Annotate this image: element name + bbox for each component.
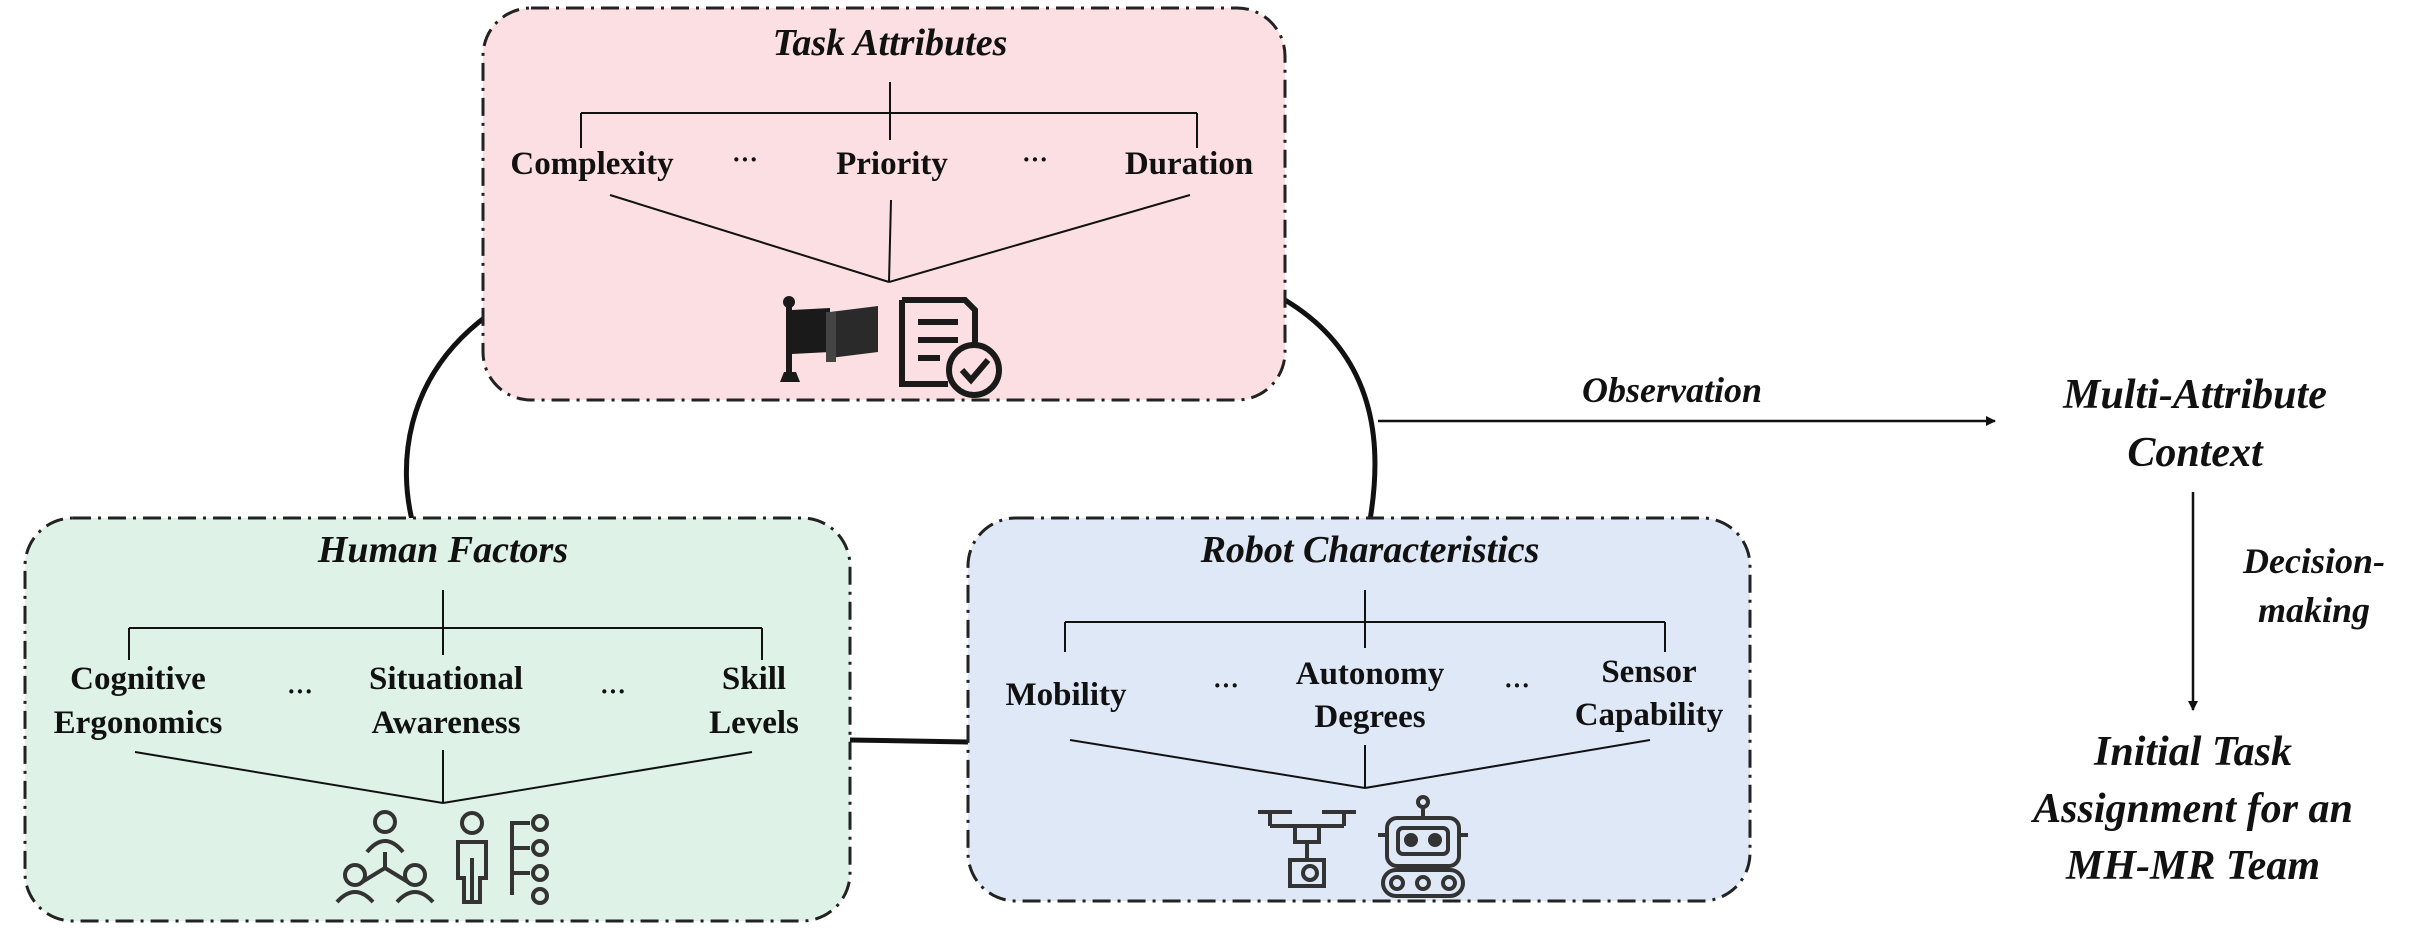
robot-item-sensor-line1: Sensor — [1601, 654, 1696, 690]
task-box-frame — [481, 6, 1287, 402]
human-item-cognitive-line1: Cognitive — [70, 661, 206, 697]
human-item-cognitive-line2: Ergonomics — [54, 705, 223, 741]
task-item-complexity: Complexity — [510, 146, 674, 182]
human-item-skill-line1: Skill — [722, 661, 786, 697]
robot-item-sensor-line2: Capability — [1575, 697, 1724, 733]
robot-item-autonomy-line1: Autonomy — [1296, 656, 1445, 692]
robot-icon — [1378, 795, 1468, 898]
human-item-situational-line1: Situational — [369, 661, 523, 697]
link-task-robot — [1283, 297, 1378, 521]
human-item-situational-line2: Awareness — [371, 705, 520, 741]
task-item-ellipsis-2: ··· — [1022, 145, 1048, 174]
task-item-ellipsis-1: ··· — [732, 145, 758, 174]
multi-attribute-context-node: Multi-Attribute Context — [2062, 372, 2327, 476]
task-item-priority: Priority — [836, 146, 948, 182]
human-item-ellipsis-1: ··· — [287, 677, 313, 706]
decision-label-line1: Decision- — [2242, 541, 2385, 581]
output-line3: MH-MR Team — [2065, 843, 2320, 889]
task-attributes-box: Task Attributes Complexity ··· Priority … — [481, 6, 1287, 402]
output-line2: Assignment for an — [2030, 786, 2353, 832]
robot-bracket — [1064, 590, 1666, 652]
robot-characteristics-box: Robot Characteristics Mobility ··· Auton… — [966, 516, 1752, 903]
observation-label: Observation — [1582, 370, 1762, 410]
human-box-frame — [23, 516, 852, 923]
initial-assignment-node: Initial Task Assignment for an MH-MR Tea… — [2030, 729, 2353, 889]
robot-item-ellipsis-2: ··· — [1504, 671, 1530, 700]
robot-funnel — [1069, 739, 1651, 789]
team-hierarchy-icon — [335, 810, 435, 904]
task-bracket — [580, 82, 1198, 148]
task-funnel — [609, 194, 1191, 283]
robot-item-ellipsis-1: ··· — [1213, 671, 1239, 700]
drone-icon — [1258, 810, 1356, 888]
link-human-robot — [849, 737, 969, 745]
task-item-duration: Duration — [1125, 146, 1253, 182]
human-item-ellipsis-2: ··· — [600, 677, 626, 706]
human-factors-box: Human Factors Cognitive Ergonomics ··· S… — [23, 516, 852, 923]
decision-label-line2: making — [2258, 590, 2370, 630]
task-box-title: Task Attributes — [773, 22, 1008, 64]
human-bracket — [128, 590, 763, 660]
human-box-title: Human Factors — [317, 529, 568, 571]
output-line1: Initial Task — [2093, 729, 2292, 775]
context-line2: Context — [2127, 430, 2264, 476]
robot-box-title: Robot Characteristics — [1200, 529, 1540, 571]
checklist-icon — [899, 297, 1002, 398]
robot-item-mobility: Mobility — [1006, 677, 1127, 713]
robot-box-frame — [966, 516, 1752, 903]
human-item-skill-line2: Levels — [709, 705, 799, 741]
link-task-human — [403, 312, 490, 521]
person-skills-icon — [456, 811, 549, 905]
robot-item-autonomy-line2: Degrees — [1314, 699, 1425, 735]
flag-icon — [780, 296, 878, 382]
context-line1: Multi-Attribute — [2062, 372, 2327, 418]
human-funnel — [134, 750, 753, 804]
